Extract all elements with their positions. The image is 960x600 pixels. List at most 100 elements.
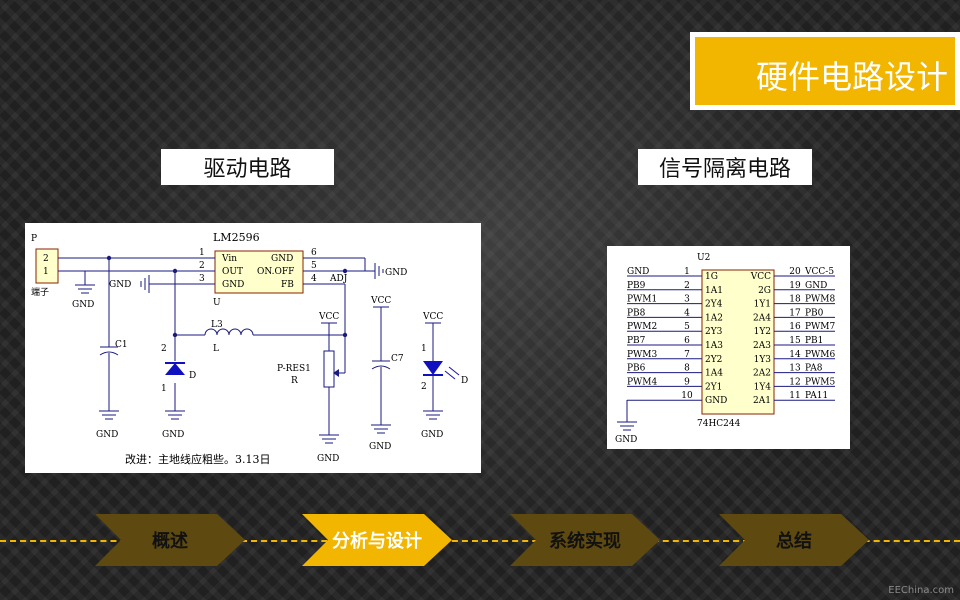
c1-label: C1 [115,340,128,350]
diode-label: D [189,371,196,381]
ic-right-net-8: PWM5 [805,377,836,387]
diode-pin-2: 2 [161,344,167,354]
ic-right-pin-3: 17 [789,308,801,318]
nav-label: 概述 [152,531,188,552]
nav-analysis-design[interactable]: 分析与设计 [302,514,452,566]
ic-right-net-9: PA11 [805,391,828,401]
ic-left-pin-9: 10 [681,391,693,401]
ic-right-name-7: 2A2 [753,369,771,379]
ic-right-name-4: 1Y2 [754,327,771,337]
nav-overview[interactable]: 概述 [95,514,245,566]
ic-left-name-2: 2Y4 [705,300,723,310]
vcc-label-3: VCC [422,312,443,322]
reg-pin-4: 4 [311,274,317,284]
ic-right-net-2: PWM8 [805,295,836,305]
ic-left-pin-1: 2 [684,281,690,291]
c7-label: C7 [391,354,404,364]
reg-pin-gnd: GND [222,280,244,290]
inductor-name: L [213,344,219,354]
ic-right-pin-0: 20 [789,267,801,277]
connector-pin2: 2 [43,254,49,264]
reg-pin-3: 3 [199,274,205,284]
nav-label: 总结 [776,531,812,552]
drive-circuit-label: 驱动电路 [161,149,334,185]
ic-right-pin-2: 18 [789,295,801,305]
ic-right-name-6: 1Y3 [754,355,772,365]
ic-right-name-2: 1Y1 [754,300,771,310]
ic-left-net-6: PWM3 [627,350,658,360]
regulator-ref: U [213,298,221,308]
slide-title-box: 硬件电路设计 [690,32,960,110]
gnd-label-2: GND [109,280,131,290]
reg-pin-fb: FB [281,280,294,290]
reg-pin-gnd2: GND [271,254,293,264]
diode-pin-1: 1 [161,384,167,394]
gnd-label-5: GND [162,430,184,440]
ic-right-net-0: VCC-5 [804,267,834,277]
ic-right-net-4: PWM7 [805,322,836,332]
nav-dashed-line [0,540,960,542]
ic-right-net-7: PA8 [805,364,823,374]
ic-right-net-3: PB0 [805,308,824,318]
adj-label: ADJ [329,274,348,284]
ic-left-name-3: 1A2 [705,313,723,323]
pot-name: R [291,376,298,386]
ic-left-net-4: PWM2 [627,322,657,332]
ic-right-name-0: VCC [750,272,771,282]
ic-left-net-7: PB6 [627,364,646,374]
ic-right-name-1: 2G [758,286,771,296]
ic-left-pin-4: 5 [684,322,690,332]
ic-ref: U2 [697,253,710,263]
ic-right-net-1: GND [805,281,827,291]
nav-chevron-shape [719,514,869,566]
ic-left-name-6: 2Y2 [705,355,722,365]
ic-left-name-4: 2Y3 [705,327,723,337]
reg-pin-out: OUT [222,267,243,277]
ic-right-name-8: 1Y4 [754,382,772,392]
ic-right-pin-9: 11 [789,391,800,401]
ic-left-pin-8: 9 [684,377,690,387]
ic-left-pin-3: 4 [684,308,690,318]
ic-left-name-8: 2Y1 [705,382,722,392]
ic-right-name-9: 2A1 [753,396,771,406]
reg-pin-onoff: ON.OFF [257,267,294,277]
ic-right-name-5: 2A3 [753,341,771,351]
connector-ref: P [31,234,37,244]
gnd-label-6: GND [317,454,339,464]
led-pin-1: 1 [421,344,427,354]
vcc-label-2: VCC [370,296,391,306]
ic-left-name-0: 1G [705,272,718,282]
gnd-label-4: GND [96,430,118,440]
inductor-ref: L3 [211,320,223,330]
drive-circuit-svg: P 2 1 端子 GND GND LM2596 U 1 2 3 Vin OUT … [31,231,468,466]
ic-left-pin-2: 3 [684,295,690,305]
connector-name: 端子 [31,286,49,298]
drive-note: 改进：主地线应粗些。3.13日 [125,452,271,466]
reg-pin-5: 5 [311,261,317,271]
ic-right-net-5: PB1 [805,336,823,346]
nav-summary[interactable]: 总结 [719,514,869,566]
ic-gnd-label: GND [615,435,637,445]
nav-label: 分析与设计 [332,531,422,552]
reg-pin-6: 6 [311,248,317,258]
led-pin-2: 2 [421,382,427,392]
ic-right-name-3: 2A4 [753,313,771,323]
ic-left-name-9: GND [705,396,727,406]
ic-left-net-3: PB8 [627,308,646,318]
ic-left-pin-6: 7 [684,350,690,360]
ic-left-name-1: 1A1 [705,286,723,296]
gnd-label-1: GND [72,300,94,310]
regulator-part: LM2596 [213,231,260,244]
nav-implementation[interactable]: 系统实现 [510,514,660,566]
drive-circuit-schematic: P 2 1 端子 GND GND LM2596 U 1 2 3 Vin OUT … [25,223,481,473]
ic-left-net-0: GND [627,267,649,277]
ic-right-pin-6: 14 [789,350,801,360]
ic-left-name-7: 1A4 [705,369,723,379]
ic-left-pin-7: 8 [684,364,690,374]
ic-right-pin-5: 15 [789,336,801,346]
reg-pin-1: 1 [199,248,205,258]
ic-right-pin-4: 16 [789,322,801,332]
ic-part: 74HC244 [697,419,741,429]
ic-right-pin-7: 13 [789,364,801,374]
